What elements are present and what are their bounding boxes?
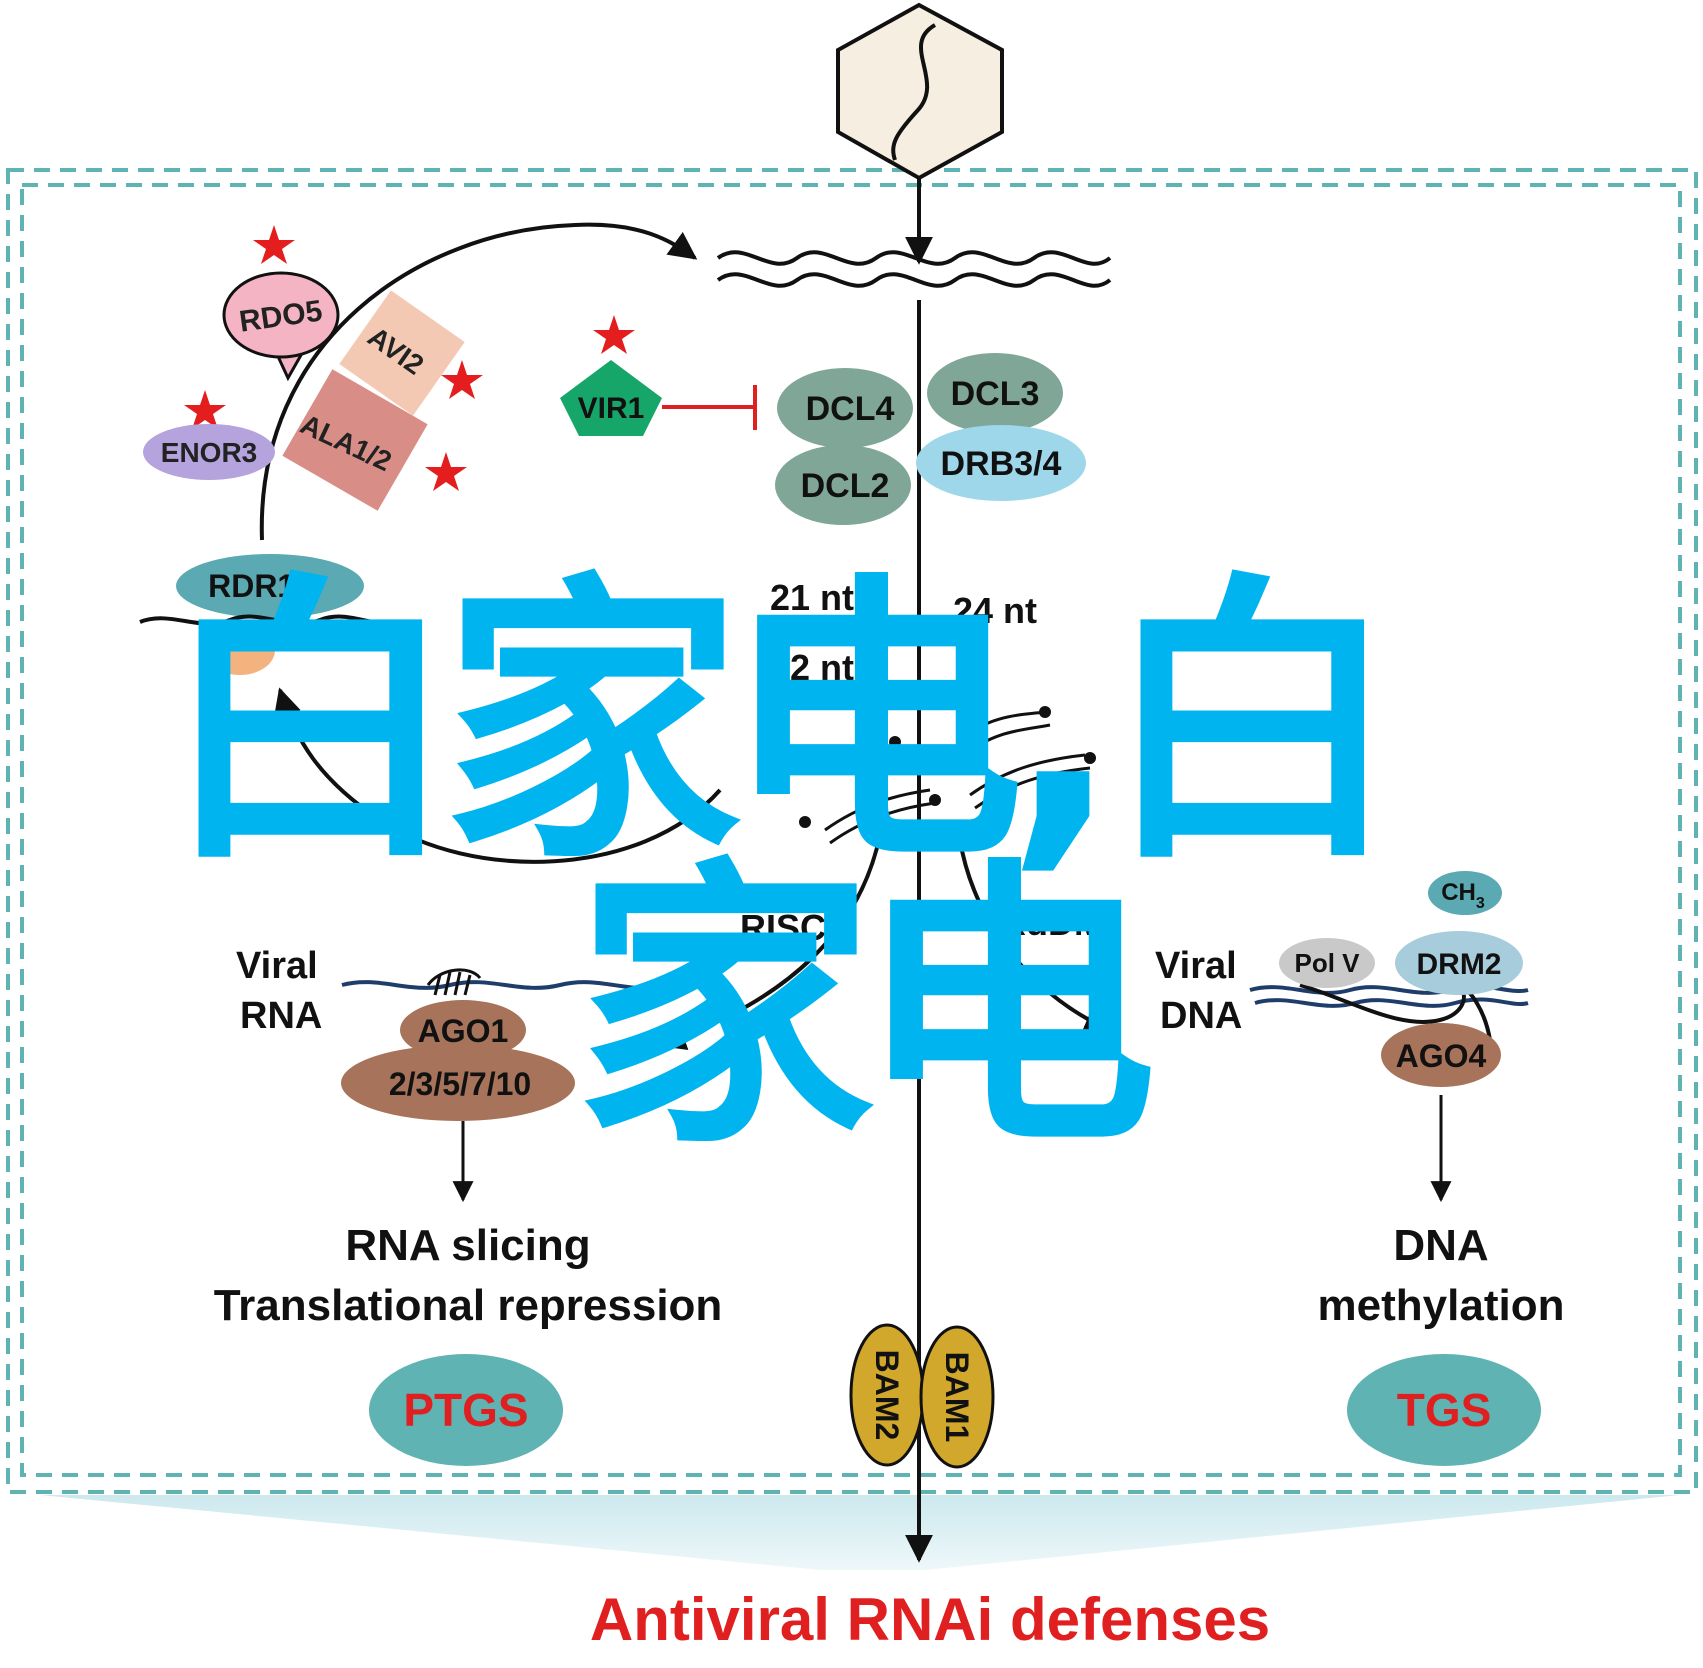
- dcl4-node: [777, 368, 913, 448]
- dcl3-node: [927, 353, 1063, 433]
- drm2-label: DRM2: [1416, 948, 1501, 981]
- rdr16-label: RDR1/6: [208, 568, 322, 604]
- translational-repression-label: Translational repression: [214, 1281, 723, 1330]
- secondary-amplification-arrow: [273, 687, 722, 864]
- drb34-label: DRB3/4: [941, 445, 1062, 483]
- viral-dna-label-2: DNA: [1160, 995, 1242, 1037]
- label-24nt: 24 nt: [953, 590, 1037, 631]
- bam1-label: BAM1: [939, 1352, 975, 1443]
- label-22nt: 22 nt: [770, 647, 854, 688]
- tgs-label: TGS: [1397, 1384, 1492, 1436]
- risc-loading-arrow: [657, 834, 882, 1050]
- label-rddm: RdDM: [1000, 902, 1104, 943]
- dcl4-label: DCL4: [806, 390, 895, 428]
- viral-rna-strand: [341, 980, 661, 990]
- dna-label: DNA: [1393, 1221, 1488, 1270]
- ago4-label: AGO4: [1396, 1038, 1487, 1074]
- ago1-label: AGO1: [418, 1013, 509, 1049]
- dcl3-label: DCL3: [951, 375, 1040, 413]
- label-risc: RISC: [740, 907, 826, 948]
- star-icon: [253, 225, 295, 264]
- small-rna-duplexes: [824, 710, 1091, 845]
- watermark-line-2: 家电: [575, 835, 1157, 1184]
- amplification-cycle-arrow: [259, 222, 698, 541]
- methylation-label: methylation: [1318, 1281, 1565, 1330]
- inner-dashed-box: [20, 183, 1682, 1477]
- bam1-node: [919, 1325, 995, 1469]
- vir1-node: [560, 360, 662, 436]
- pol-v-label: Pol V: [1294, 948, 1360, 978]
- ch3-label: CH3: [1441, 879, 1485, 912]
- viral-rna-label-1: Viral: [236, 945, 318, 987]
- ala12-node: [282, 369, 428, 511]
- ago1-node: [400, 1000, 526, 1060]
- star-icon: [593, 315, 635, 354]
- ch3-node: [1428, 871, 1502, 915]
- rdr16-node: [176, 554, 364, 618]
- ago4-node: [1381, 1023, 1501, 1087]
- star-markers: [184, 225, 635, 491]
- enor3-node: [143, 424, 275, 480]
- drm2-node: [1395, 931, 1523, 995]
- duplex-end-dots: [799, 706, 1096, 828]
- star-icon: [425, 452, 467, 491]
- rna-slicing-label: RNA slicing: [345, 1221, 590, 1270]
- watermark-line-1: 白家电,白: [160, 550, 1402, 899]
- enor3-label: ENOR3: [161, 437, 257, 468]
- ago-family-label: 2/3/5/7/10: [389, 1066, 531, 1102]
- pol-v-node: [1279, 938, 1375, 988]
- dcl2-node: [775, 445, 911, 525]
- dcl2-label: DCL2: [801, 467, 890, 505]
- bam2-label: BAM2: [869, 1350, 905, 1441]
- ch3-main-text: CH: [1441, 879, 1476, 906]
- vir1-label: VIR1: [578, 392, 645, 425]
- ch3-subscript: 3: [1476, 895, 1485, 912]
- virus-hexagon: [836, 2, 1004, 181]
- ptgs-label: PTGS: [403, 1384, 528, 1436]
- label-21nt: 21 nt: [770, 577, 854, 618]
- rdr-template-strand: [139, 614, 406, 627]
- bottom-funnel-shade: [40, 1495, 1680, 1570]
- sgs3-node: [205, 625, 275, 675]
- rdo5-node: [222, 271, 340, 359]
- ago1-sirna-duplex: [426, 968, 482, 996]
- avi2-node: [339, 290, 465, 416]
- tgs-node: [1347, 1354, 1541, 1466]
- ptgs-node: [369, 1354, 563, 1466]
- pol-v-transcript: [1299, 979, 1492, 1041]
- star-icon: [441, 360, 483, 399]
- dsrna-wave-bottom: [716, 272, 1112, 288]
- viral-genome-curve: [891, 23, 937, 161]
- outer-dashed-box: [6, 168, 1698, 1494]
- viral-rna-label-2: RNA: [240, 995, 322, 1037]
- viral-dna-label-1: Viral: [1155, 945, 1237, 987]
- rddm-loading-arrow: [958, 839, 1113, 1033]
- dsrna-wave-top: [716, 250, 1112, 266]
- ago-family-node: [341, 1045, 575, 1121]
- bottom-title: Antiviral RNAi defenses: [590, 1586, 1270, 1653]
- drb34-node: [916, 425, 1086, 501]
- viral-dna-strand-2: [1254, 997, 1529, 1008]
- star-icon: [184, 390, 226, 429]
